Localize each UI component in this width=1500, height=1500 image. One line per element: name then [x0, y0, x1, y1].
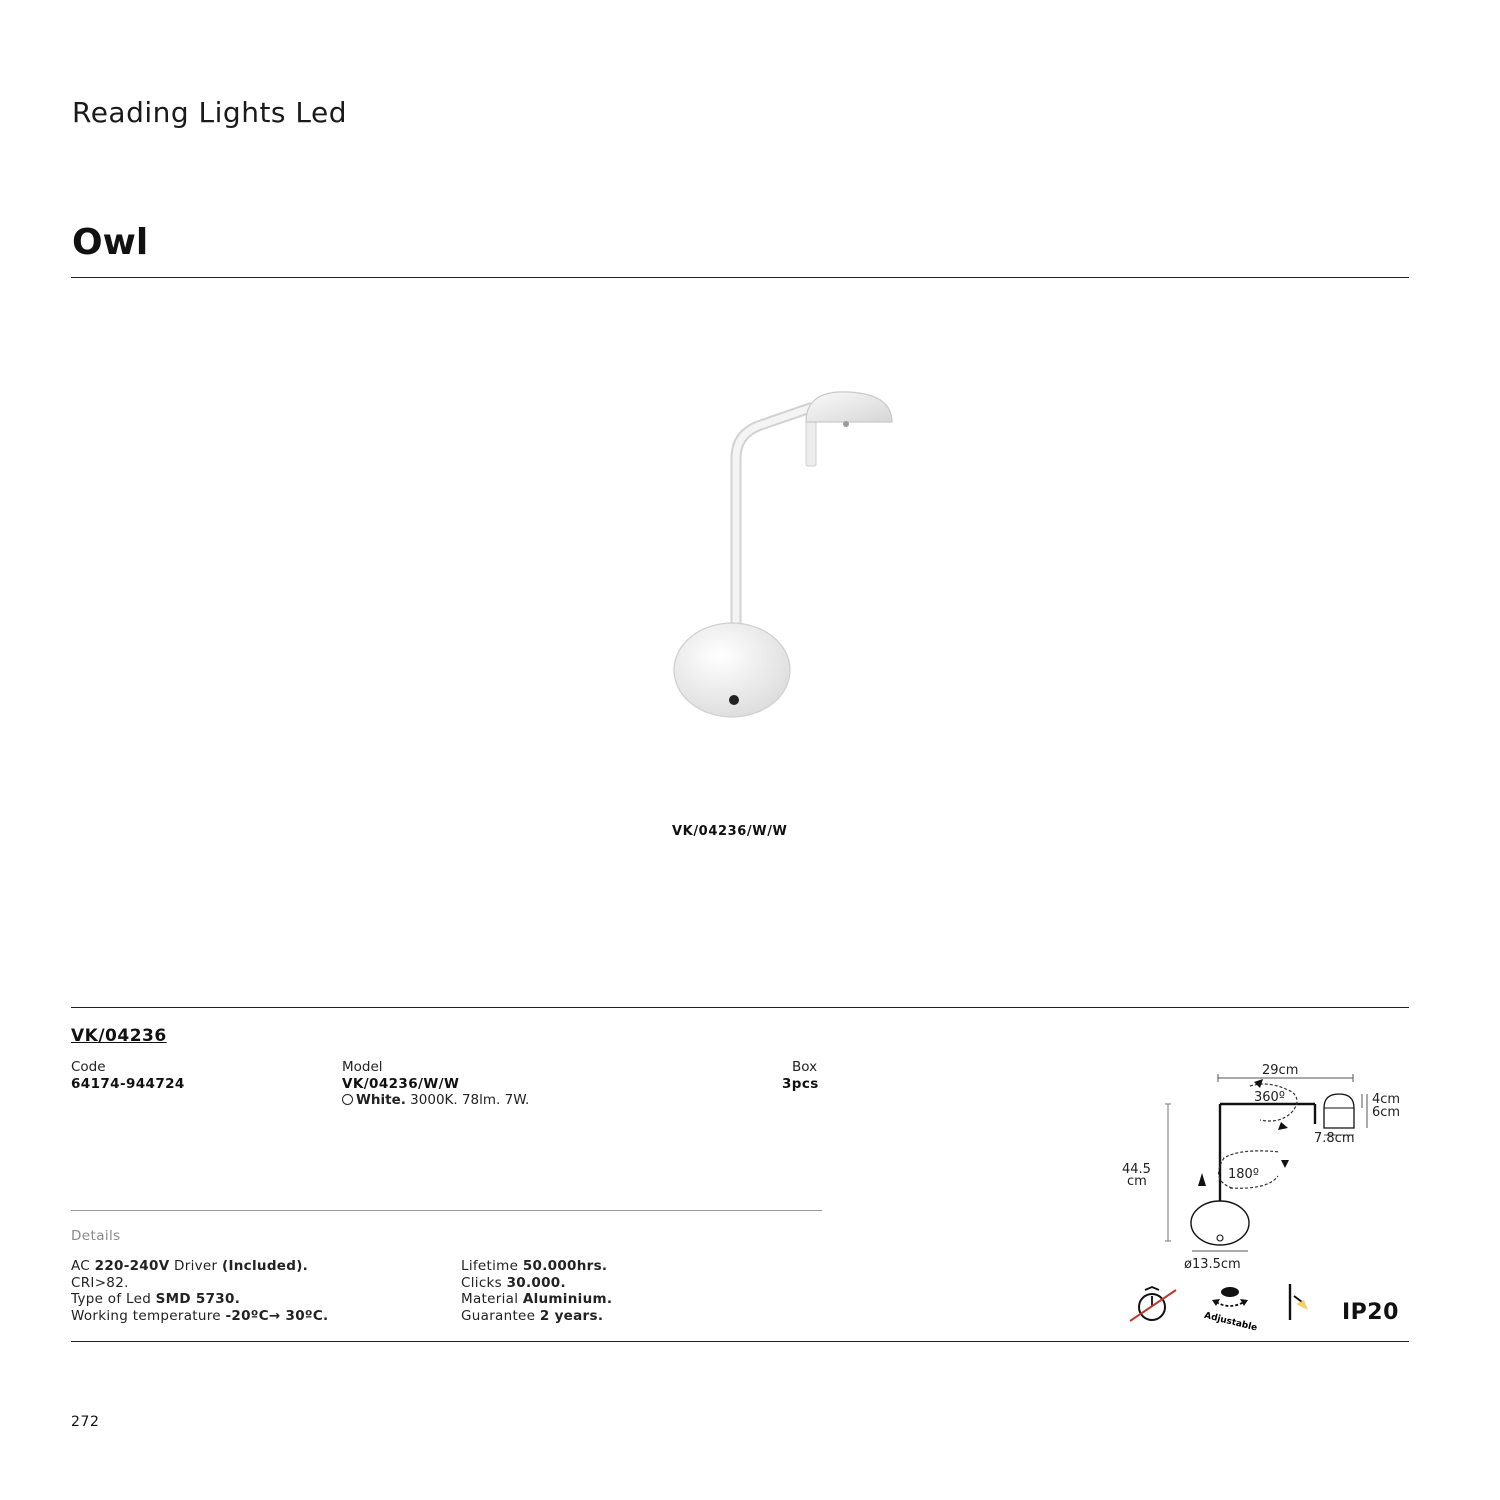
- model-value: VK/04236/W/W: [342, 1076, 460, 1092]
- detail-driver: AC 220-240V Driver (Included).: [71, 1258, 309, 1274]
- white-swatch-icon: [342, 1094, 353, 1105]
- shade-width-label: 7.8cm: [1314, 1131, 1355, 1146]
- wall-light-icon: [1288, 1284, 1308, 1320]
- model-spec: 3000K. 78lm. 7W.: [410, 1092, 530, 1108]
- detail-temperature: Working temperature -20ºC→ 30ºC.: [71, 1308, 329, 1324]
- box-label: Box: [792, 1059, 818, 1075]
- height-unit-label: cm: [1127, 1174, 1147, 1189]
- shade-height-a: 4cm: [1372, 1092, 1400, 1107]
- shade-height-b: 6cm: [1372, 1105, 1400, 1120]
- detail-cri: CRI>82.: [71, 1275, 129, 1291]
- code-value: 64174-944724: [71, 1076, 185, 1092]
- adjustable-label: Adjustable: [1203, 1311, 1258, 1330]
- section-divider: [71, 1007, 1409, 1008]
- detail-material: Material Aluminium.: [461, 1291, 613, 1307]
- product-photo: [673, 391, 893, 718]
- family-code: VK/04236: [71, 1026, 167, 1046]
- detail-lifetime: Lifetime 50.000hrs.: [461, 1258, 608, 1274]
- rotation-360-label: 360º: [1254, 1090, 1285, 1105]
- ip-rating: IP20: [1342, 1300, 1399, 1325]
- detail-clicks: Clicks 30.000.: [461, 1275, 566, 1291]
- title-divider: [71, 277, 1409, 278]
- height-value-label: 44.5: [1122, 1162, 1151, 1177]
- box-value: 3pcs: [782, 1076, 819, 1092]
- no-dimmer-icon: [1129, 1286, 1177, 1322]
- details-divider: [71, 1210, 822, 1211]
- detail-guarantee: Guarantee 2 years.: [461, 1308, 604, 1324]
- dimension-diagram: 29cm 44.5 cm 360º 4cm 6cm 7.8cm 180º ø13…: [1122, 1063, 1400, 1272]
- model-color: White.: [356, 1092, 406, 1108]
- model-label: Model: [342, 1059, 383, 1075]
- category-title: Reading Lights Led: [72, 96, 348, 129]
- rotation-180-label: 180º: [1228, 1167, 1259, 1182]
- footer-divider: [71, 1341, 1409, 1342]
- product-title: Owl: [72, 222, 149, 263]
- photo-caption: VK/04236/W/W: [672, 824, 788, 839]
- detail-led-type: Type of Led SMD 5730.: [71, 1291, 241, 1307]
- width-label: 29cm: [1262, 1063, 1298, 1078]
- model-spec-line: White. 3000K. 78lm. 7W.: [342, 1092, 529, 1109]
- adjustable-icon: Adjustable: [1203, 1287, 1258, 1330]
- details-label: Details: [71, 1228, 121, 1244]
- page-number: 272: [71, 1414, 100, 1430]
- base-diameter-label: ø13.5cm: [1184, 1257, 1241, 1272]
- code-label: Code: [71, 1059, 106, 1075]
